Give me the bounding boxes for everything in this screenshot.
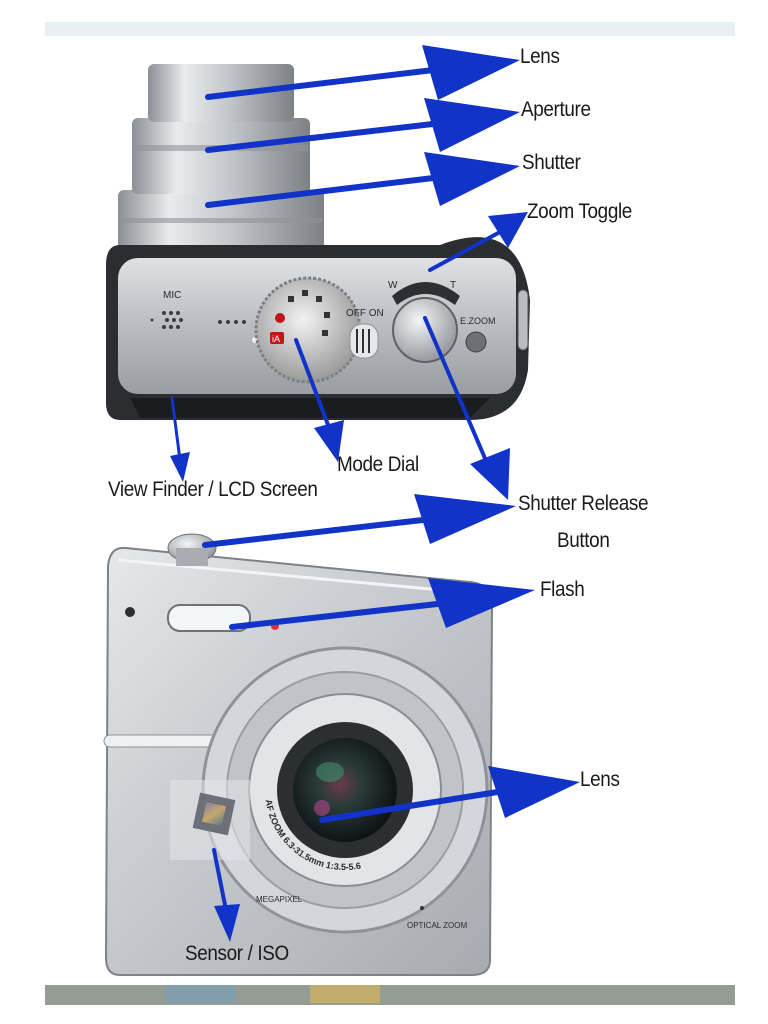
flash-window: [167, 604, 251, 632]
mic-holes: [150, 311, 183, 329]
mic-label: MIC: [163, 290, 181, 301]
arrow-shutter-release-top: [423, 316, 510, 500]
bottom-blur-strip: [45, 985, 735, 1005]
optical-zoom-label: OPTICAL ZOOM: [407, 921, 467, 930]
arrow-view-finder: [170, 396, 190, 482]
arrow-flash: [229, 578, 535, 630]
off-on-label: OFF ON: [346, 308, 384, 319]
arrow-aperture: [205, 98, 520, 153]
label-aperture: Aperture: [521, 98, 591, 121]
arrow-lens-front: [319, 766, 580, 823]
mode-dial-icons: [288, 290, 330, 336]
front-lens-glass: [293, 738, 397, 842]
label-view-finder: View Finder / LCD Screen: [108, 478, 318, 501]
megapixel-label: MEGAPIXEL: [256, 895, 303, 904]
camera-front-view: AF ZOOM 6.3-31.5mm 1:3.5-5.6 MEGAPIXEL O…: [103, 533, 494, 976]
label-lens-top: Lens: [520, 45, 560, 68]
zoom-toggle[interactable]: [392, 282, 460, 305]
top-blur-strip: [45, 22, 735, 36]
mode-ia-label: iA: [272, 334, 280, 344]
speaker-dots: [218, 320, 246, 324]
arrow-lens-top: [205, 45, 520, 100]
label-flash: Flash: [540, 578, 585, 601]
lens-barrel-middle: [132, 118, 310, 194]
label-shutter: Shutter: [522, 151, 581, 174]
label-shutter-release-line1: Shutter Release: [518, 492, 649, 515]
ezoom-label: E.ZOOM: [460, 316, 496, 326]
arrow-shutter-release-front: [202, 494, 516, 548]
zoom-t-label: T: [450, 280, 456, 291]
shutter-release-button[interactable]: [392, 297, 458, 363]
label-sensor: Sensor / ISO: [185, 942, 289, 965]
label-lens-front: Lens: [580, 768, 620, 791]
ezoom-button[interactable]: [465, 331, 487, 353]
arrow-zoom-toggle: [428, 212, 528, 272]
label-zoom-toggle: Zoom Toggle: [527, 200, 632, 223]
zoom-w-label: W: [388, 280, 398, 291]
pointer-arrows: [170, 45, 580, 942]
label-shutter-release-line2: Button: [557, 529, 610, 552]
label-mode-dial: Mode Dial: [337, 453, 419, 476]
arrow-shutter: [205, 152, 520, 208]
arrow-mode-dial: [294, 338, 344, 462]
arrow-sensor: [212, 848, 240, 942]
